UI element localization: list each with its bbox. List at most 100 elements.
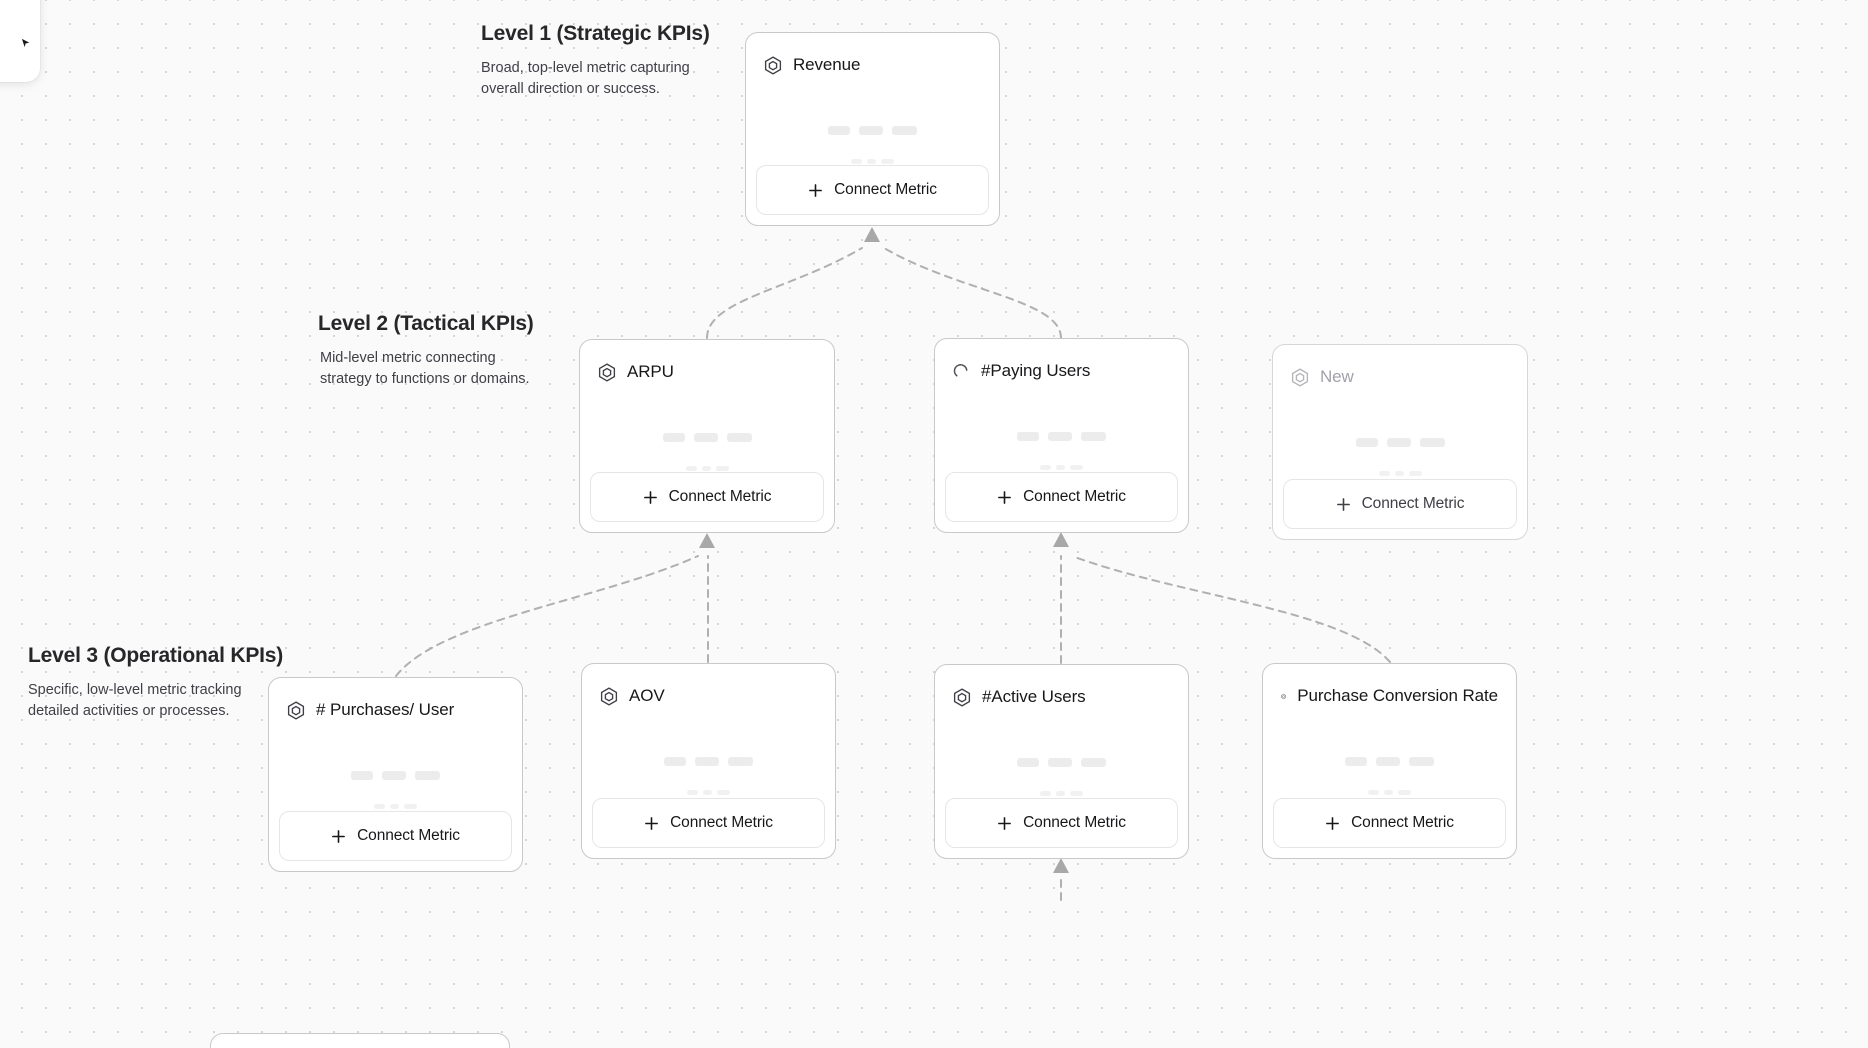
level-2-description: Mid-level metric connecting strategy to … [320,350,530,388]
connect-metric-button[interactable]: Connect Metric [756,165,989,215]
skeleton-row-secondary [935,791,1188,796]
hexagon-metric-icon [1281,693,1286,699]
connect-metric-label: Connect Metric [670,814,773,831]
connect-metric-button[interactable]: Connect Metric [592,798,825,848]
card-body-skeleton [582,713,835,798]
connect-metric-label: Connect Metric [668,488,772,505]
connect-metric-label: Connect Metric [1361,495,1465,512]
skeleton-bar [1384,790,1393,795]
card-title: # Purchases/ User [316,700,455,719]
card-header: Purchase Conversion Rate [1263,664,1516,713]
skeleton-row-secondary [1263,790,1516,795]
skeleton-bar [717,790,730,795]
connect-metric-label: Connect Metric [834,181,937,198]
connect-metric-button[interactable]: Connect Metric [945,798,1178,848]
skeleton-bar [1040,791,1051,796]
skeleton-row-primary [1273,438,1527,447]
skeleton-row-primary [746,126,999,135]
plus-icon [998,816,1011,830]
arrow-head-active-users [1053,858,1069,873]
skeleton-bar [1081,758,1106,767]
skeleton-bar [1017,432,1039,441]
skeleton-bar [728,757,753,766]
card-header: # Purchases/ User [269,678,522,727]
card-title: #Active Users [982,687,1086,706]
connect-metric-button[interactable]: Connect Metric [945,472,1178,522]
level-1-description: Broad, top-level metric capturing overal… [481,60,690,98]
skeleton-row-primary [935,758,1188,767]
card-title: New [1320,367,1354,386]
arrow-head-paying-users [1053,532,1069,547]
card-header: ARPU [580,340,834,389]
card-title: #Paying Users [981,361,1091,380]
skeleton-row-secondary [582,790,835,795]
skeleton-bar [701,466,711,471]
card-body-skeleton [1263,713,1516,798]
hexagon-metric-icon [1291,367,1309,387]
card-header: AOV [582,664,835,713]
skeleton-row-secondary [269,804,522,809]
metric-card-aov[interactable]: AOV Connect Metric [581,663,836,859]
skeleton-bar [851,159,862,164]
plus-icon [643,490,657,504]
edge-arpu-to-revenue [706,247,863,339]
skeleton-row-primary [582,757,835,766]
skeleton-bar [664,757,686,766]
skeleton-bar [1056,791,1065,796]
connect-metric-label: Connect Metric [1023,814,1126,831]
connect-metric-button[interactable]: Connect Metric [590,472,824,522]
skeleton-bar [892,126,917,135]
level-1-title: Level 1 (Strategic KPIs) [481,22,710,45]
skeleton-row-secondary [746,159,999,164]
skeleton-bar [867,159,876,164]
level-label-2: Level 2 (Tactical KPIs) Mid-level metric… [318,312,534,391]
hexagon-metric-icon [764,55,782,75]
skeleton-bar [685,466,697,471]
metric-card-partial-bottom[interactable] [210,1033,510,1048]
skeleton-bar [1081,432,1106,441]
skeleton-bar [390,804,399,809]
edge-paying-users-to-revenue [883,247,1062,339]
skeleton-bar [1368,790,1379,795]
connect-metric-button[interactable]: Connect Metric [1273,798,1506,848]
metric-card-paying-users[interactable]: #Paying Users Connect Metric [934,338,1189,533]
hexagon-metric-icon [287,700,305,720]
skeleton-bar [662,433,685,442]
skeleton-bar [1017,758,1039,767]
metric-card-purchase-conversion-rate[interactable]: Purchase Conversion Rate Connect Metric [1262,663,1517,859]
arrow-head-revenue [864,227,880,242]
skeleton-bar [1419,438,1445,447]
skeleton-bar [404,804,417,809]
plus-icon [1336,497,1350,511]
connect-metric-button[interactable]: Connect Metric [1283,479,1517,529]
metric-card-purchases-per-user[interactable]: # Purchases/ User Connect Metric [268,677,523,872]
metric-card-arpu[interactable]: ARPU Connect Metric [579,339,835,533]
skeleton-bar [726,433,752,442]
card-header: Revenue [746,33,999,82]
skeleton-bar [1070,791,1083,796]
metric-card-revenue[interactable]: Revenue Connect Metric [745,32,1000,226]
skeleton-bar [1355,438,1378,447]
skeleton-bar [1408,471,1422,476]
skeleton-row-primary [269,771,522,780]
connect-metric-label: Connect Metric [357,827,460,844]
skeleton-bar [351,771,373,780]
skeleton-bar [1040,465,1051,470]
connect-metric-button[interactable]: Connect Metric [279,811,512,861]
level-3-description: Specific, low-level metric tracking deta… [28,682,242,720]
metric-card-active-users[interactable]: #Active Users Connect Metric [934,664,1189,859]
metric-card-new[interactable]: New Connect Metric [1272,344,1528,540]
level-2-title: Level 2 (Tactical KPIs) [318,312,534,335]
hexagon-metric-icon [598,362,616,382]
skeleton-bar [715,466,729,471]
level-label-1: Level 1 (Strategic KPIs) Broad, top-leve… [481,22,710,101]
floating-toolbar-panel[interactable] [0,0,40,82]
plus-icon [998,490,1011,504]
card-title: AOV [629,686,665,705]
card-body-skeleton [580,389,834,472]
card-header: #Active Users [935,665,1188,714]
plus-icon [332,829,345,843]
skeleton-bar [1048,758,1072,767]
hexagon-metric-icon [600,686,618,706]
